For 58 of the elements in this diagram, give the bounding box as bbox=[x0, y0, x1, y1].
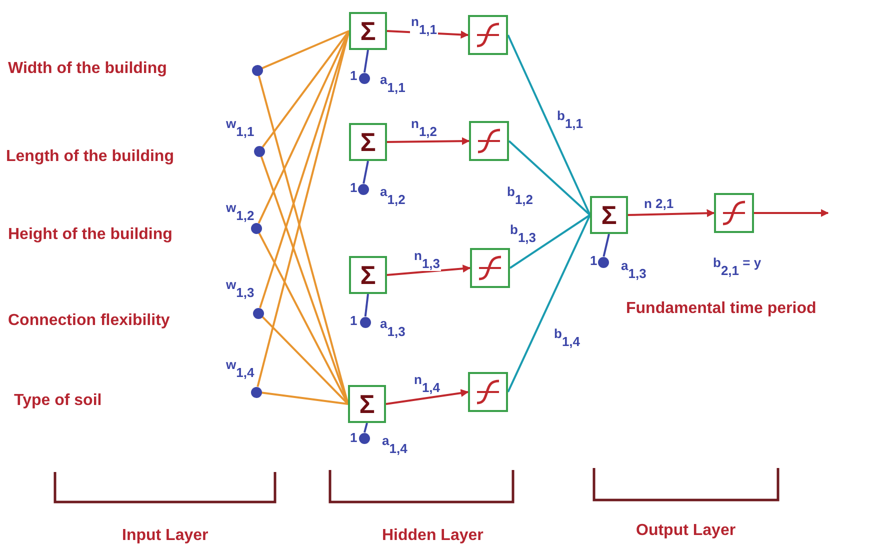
summation-box bbox=[349, 123, 387, 161]
input-label: Height of the building bbox=[8, 226, 172, 244]
bias-input-label: 1 bbox=[350, 68, 358, 83]
summation-box bbox=[590, 196, 628, 234]
sigma-symbol: Σ bbox=[359, 391, 375, 417]
connector-line bbox=[261, 392, 348, 405]
sigma-symbol: Σ bbox=[601, 202, 617, 228]
arrow bbox=[386, 264, 471, 276]
input-label: Length of the building bbox=[6, 148, 174, 166]
activation-function-box bbox=[468, 372, 508, 412]
input-dot bbox=[358, 184, 368, 194]
connector-line bbox=[508, 140, 591, 216]
input-dot bbox=[252, 64, 262, 76]
connector-line bbox=[362, 160, 369, 184]
connector-line bbox=[507, 34, 591, 216]
activation-function-box bbox=[468, 15, 508, 55]
layer-label: Input Layer bbox=[122, 527, 208, 545]
connector-line bbox=[363, 50, 369, 73]
arrow bbox=[386, 389, 469, 405]
input-label: Type of soil bbox=[14, 392, 102, 410]
bias-input-label: 1 bbox=[350, 313, 358, 328]
layer-label: Hidden Layer bbox=[382, 527, 484, 545]
arrow bbox=[628, 209, 715, 218]
arrow bbox=[386, 137, 470, 146]
layer-label: Output Layer bbox=[636, 522, 736, 540]
sigma-symbol: Σ bbox=[360, 262, 376, 288]
input-dot bbox=[252, 308, 264, 318]
connector-line bbox=[507, 214, 591, 392]
input-dot bbox=[250, 386, 262, 398]
activation-function-box bbox=[714, 193, 754, 233]
input-dot bbox=[358, 72, 370, 84]
summation-box bbox=[348, 385, 386, 423]
activation-function-box bbox=[470, 248, 510, 288]
connector-line bbox=[262, 30, 350, 70]
connector-line bbox=[509, 214, 591, 269]
input-dot bbox=[358, 432, 370, 444]
connector-line bbox=[262, 316, 349, 405]
sigma-symbol: Σ bbox=[360, 18, 376, 44]
input-label: Connection flexibility bbox=[8, 312, 170, 330]
connector-line bbox=[364, 422, 368, 433]
bias-input-label: 1 bbox=[590, 253, 598, 268]
connector-line bbox=[262, 30, 350, 148]
arrow bbox=[754, 209, 829, 217]
input-dot bbox=[360, 316, 370, 328]
input-dot bbox=[598, 256, 608, 268]
summation-box bbox=[349, 256, 387, 294]
sigma-symbol: Σ bbox=[360, 129, 376, 155]
input-label: Width of the building bbox=[8, 60, 167, 78]
bias-input-label: 1 bbox=[350, 180, 358, 195]
edge-label: n 2,1 bbox=[643, 196, 675, 211]
activation-function-box bbox=[469, 121, 509, 161]
input-dot bbox=[250, 222, 262, 234]
output-label: Fundamental time period bbox=[626, 300, 816, 318]
connector-line bbox=[364, 294, 369, 317]
input-dot bbox=[254, 146, 264, 156]
summation-box bbox=[349, 12, 387, 50]
connector-line bbox=[602, 234, 610, 257]
bias-input-label: 1 bbox=[350, 430, 358, 445]
